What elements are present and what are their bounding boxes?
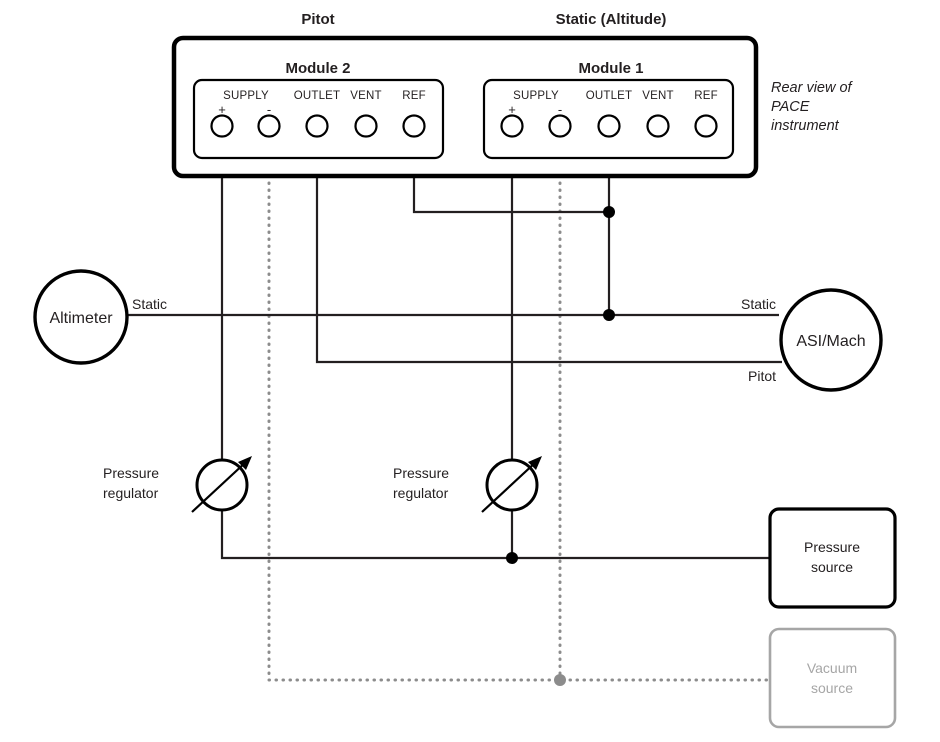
module-2-supply-plus-sign: +: [218, 102, 226, 117]
module-1-port-supply-plus[interactable]: [500, 114, 524, 138]
asi-mach-label: ASI/Mach: [796, 333, 865, 350]
junction-dot-vacuum-bus: [554, 674, 566, 686]
junction-dot-pressure-bus: [506, 552, 518, 564]
module-1-port-label-outlet: OUTLET: [586, 90, 633, 102]
asi-mach-gauge[interactable]: [779, 288, 883, 392]
pressure-regulator-left-label-line1: Pressure: [103, 465, 159, 481]
pressure-regulator-right-label-line2: regulator: [393, 485, 449, 501]
module-2-supply-minus-sign: -: [267, 102, 271, 117]
pressure-source-box[interactable]: [768, 507, 897, 609]
module-2-port-label-outlet: OUTLET: [294, 90, 341, 102]
module-2-port-label-ref: REF: [402, 90, 426, 102]
column-heading-pitot: Pitot: [301, 11, 334, 28]
module-2-title: Module 2: [285, 60, 350, 77]
pipe-module2-supply-plus-lower: [220, 510, 884, 560]
module-2-port-ref[interactable]: [402, 114, 426, 138]
vacuum-source-box[interactable]: [768, 627, 897, 729]
module-2-port-label-vent: VENT: [350, 90, 381, 102]
module-2-port-outlet[interactable]: [305, 114, 329, 138]
pressure-regulator-right-arrow-head: [528, 456, 542, 470]
pressure-regulator-right-label-line1: Pressure: [393, 465, 449, 481]
pressure-regulator-right-arrow-shaft: [481, 460, 538, 513]
module-1-supply-plus-sign: +: [508, 102, 516, 117]
module-1-supply-minus-sign: -: [558, 102, 562, 117]
pressure-regulator-left-arrow-head: [238, 456, 252, 470]
pipe-module2-outlet-to-pitot: [315, 134, 782, 364]
module-2-port-label-supply: SUPPLY: [223, 90, 269, 102]
column-heading-static: Static (Altitude): [556, 11, 667, 28]
module-1-port-label-ref: REF: [694, 90, 718, 102]
module-2-port-vent[interactable]: [354, 114, 378, 138]
vacuum-source-label-line2: source: [811, 680, 853, 696]
vacuum-source-label-line1: Vacuum: [807, 660, 857, 676]
module-2-port-supply-minus[interactable]: [257, 114, 281, 138]
pressure-source-label-line2: source: [811, 559, 853, 575]
module-1-port-label-vent: VENT: [642, 90, 673, 102]
module-1-title: Module 1: [578, 60, 643, 77]
pressure-regulator-left-label-line2: regulator: [103, 485, 159, 501]
rear-view-note-line-3: instrument: [771, 118, 840, 134]
altimeter-static-line-label: Static: [132, 296, 167, 312]
asi-pitot-line-label: Pitot: [748, 368, 776, 384]
module-1-port-label-supply: SUPPLY: [513, 90, 559, 102]
module-1-port-outlet[interactable]: [597, 114, 621, 138]
pressure-source-label-line1: Pressure: [804, 539, 860, 555]
altimeter-label: Altimeter: [49, 310, 113, 327]
rear-view-note-line-2: PACE: [771, 99, 810, 115]
junction-dot-static-bus: [603, 309, 615, 321]
altimeter-gauge[interactable]: [33, 269, 129, 365]
module-1-port-vent[interactable]: [646, 114, 670, 138]
module-1-port-supply-minus[interactable]: [548, 114, 572, 138]
module-2-port-supply-plus[interactable]: [210, 114, 234, 138]
rear-view-note-line-1: Rear view of: [771, 80, 854, 96]
asi-static-line-label: Static: [741, 296, 776, 312]
pressure-regulator-left-arrow-shaft: [191, 460, 248, 513]
junction-dot-ref-static: [603, 206, 615, 218]
module-1-port-ref[interactable]: [694, 114, 718, 138]
